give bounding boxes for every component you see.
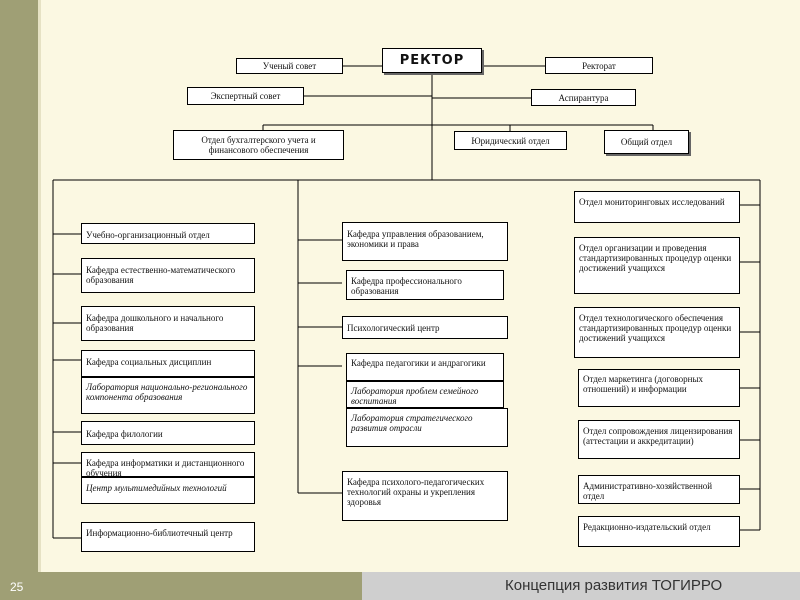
preschool-primary-dept-box: Кафедра дошкольного и начального образов…: [81, 306, 255, 341]
administrative-dept-box: Административно-хозяйственной отдел: [578, 475, 740, 504]
footer-bar-left: [0, 572, 362, 600]
professional-education-dept-box: Кафедра профессионального образования: [346, 270, 504, 300]
health-technologies-dept-box: Кафедра психолого-педагогических техноло…: [342, 471, 508, 521]
left-accent-bar: [0, 0, 38, 600]
connector-lines: [52, 65, 761, 539]
rector-box: РЕКТОР: [382, 48, 482, 73]
informatics-dept-box: Кафедра информатики и дистанционного обу…: [81, 452, 255, 477]
accounting-dept-box: Отдел бухгалтерского учета и финансового…: [173, 130, 344, 160]
assessment-procedures-dept-box: Отдел организации и проведения стандарти…: [574, 237, 740, 294]
library-center-box: Информационно-библиотечный центр: [81, 522, 255, 552]
natural-math-dept-box: Кафедра естественно-математического обра…: [81, 258, 255, 293]
academic-council-box: Ученый совет: [236, 58, 343, 74]
marketing-dept-box: Отдел маркетинга (договорных отношений) …: [578, 369, 740, 407]
monitoring-dept-box: Отдел мониторинговых исследований: [574, 191, 740, 223]
family-education-lab-box: Лаборатория проблем семейного воспитания: [346, 381, 504, 408]
philology-dept-box: Кафедра филологии: [81, 421, 255, 445]
general-dept-box: Общий отдел: [604, 130, 689, 154]
management-econ-law-dept-box: Кафедра управления образованием, экономи…: [342, 222, 508, 261]
national-regional-lab-box: Лаборатория национально-регионального ко…: [81, 377, 255, 414]
strategic-development-lab-box: Лаборатория стратегического развития отр…: [346, 408, 508, 447]
tech-support-dept-box: Отдел технологического обеспечения станд…: [574, 307, 740, 358]
left-accent-stripe: [38, 0, 41, 572]
postgraduate-box: Аспирантура: [531, 89, 636, 106]
psychological-center-box: Психологический центр: [342, 316, 508, 339]
legal-dept-box: Юридический отдел: [454, 131, 567, 150]
social-sciences-dept-box: Кафедра социальных дисциплин: [81, 350, 255, 377]
rectorate-box: Ректорат: [545, 57, 653, 74]
educational-org-dept-box: Учебно-организационный отдел: [81, 223, 255, 244]
pedagogy-andragogy-dept-box: Кафедра педагогики и андрагогики: [346, 353, 504, 381]
multimedia-center-box: Центр мультимедийных технологий: [81, 477, 255, 504]
licensing-dept-box: Отдел сопровождения лицензирования (атте…: [578, 420, 740, 459]
footer-bar-right: [362, 572, 800, 600]
expert-council-box: Экспертный совет: [187, 87, 304, 105]
page-number: 25: [10, 580, 24, 594]
publishing-dept-box: Редакционно-издательский отдел: [578, 516, 740, 547]
footer-title: Концепция развития ТОГИРРО: [505, 577, 723, 594]
